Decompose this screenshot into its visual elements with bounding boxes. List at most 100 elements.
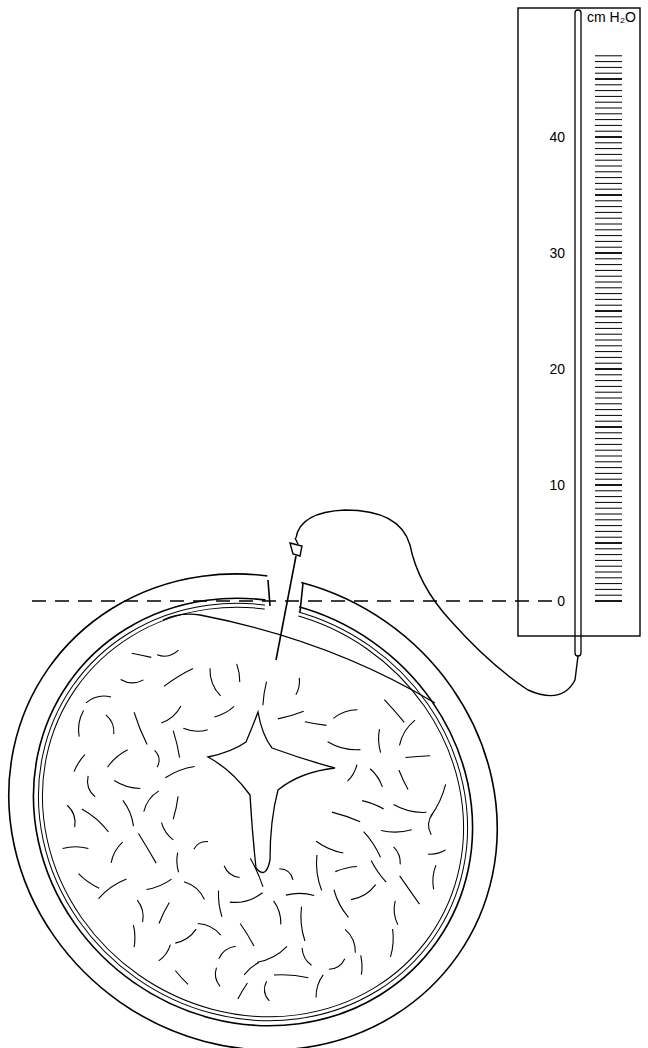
needle-hub	[290, 543, 302, 556]
sulcus	[198, 923, 221, 935]
scale-tick	[595, 119, 622, 120]
brain-surface	[0, 525, 544, 1048]
scale-tick	[595, 438, 622, 439]
scale-tick	[595, 142, 622, 143]
scale-tick	[595, 572, 622, 573]
scale-tick	[595, 183, 622, 184]
sulcus	[240, 923, 254, 946]
sulcus	[237, 664, 240, 682]
sulci	[63, 650, 446, 1001]
sulcus	[351, 885, 376, 900]
sulcus	[274, 901, 281, 925]
scale-tick	[595, 78, 622, 80]
sulcus	[162, 823, 174, 840]
scale-tick	[595, 368, 622, 370]
scale-tick	[595, 171, 622, 172]
sulcus	[263, 682, 267, 706]
scale-tick	[595, 125, 622, 126]
sulcus	[428, 850, 445, 854]
sulcus	[173, 731, 179, 758]
sulcus	[165, 766, 194, 777]
scale-tick	[595, 502, 622, 503]
scale-tick	[595, 542, 622, 544]
sulcus	[137, 900, 143, 922]
sulcus	[114, 780, 140, 788]
scale-tick	[595, 131, 622, 132]
sulcus	[215, 968, 220, 987]
sulcus	[175, 929, 196, 943]
scale-tick	[595, 444, 622, 445]
scale-tick	[595, 136, 622, 138]
sulcus	[123, 800, 134, 826]
needle	[276, 556, 296, 660]
sulcus	[286, 893, 314, 895]
scale-tick	[595, 299, 622, 300]
needle-hub	[295, 538, 298, 544]
scale-tick	[595, 252, 622, 254]
skull-outer	[0, 479, 591, 1048]
scale-tick	[595, 166, 622, 167]
scale-tick	[595, 160, 622, 161]
scale-tick	[595, 206, 622, 207]
scale-tick	[595, 310, 622, 312]
tubing	[296, 510, 578, 696]
sulcus	[238, 983, 248, 999]
sulcus	[332, 812, 360, 822]
sulcus	[82, 809, 109, 832]
scale-tick	[595, 421, 622, 422]
sulcus	[316, 841, 343, 853]
scale-tick	[595, 316, 622, 317]
scale-tick	[595, 357, 622, 358]
scale-tick	[595, 461, 622, 462]
sulcus	[335, 867, 357, 872]
sulcus	[333, 710, 357, 719]
sulcus	[175, 970, 188, 984]
sulcus	[87, 776, 95, 797]
scale-tick	[595, 61, 622, 62]
scale-number: 20	[548, 362, 566, 376]
sulcus	[394, 805, 427, 813]
sulcus	[164, 668, 193, 686]
sulcus	[108, 750, 128, 768]
sulcus	[428, 813, 432, 834]
scale-tick	[595, 177, 622, 178]
scale-tick	[595, 229, 622, 230]
sulcus	[302, 948, 311, 965]
scale-tick	[595, 386, 622, 387]
sulcus	[433, 865, 436, 889]
scale-tick	[595, 519, 622, 520]
sulcus	[274, 975, 308, 978]
scale-tick	[595, 305, 622, 306]
sulcus	[79, 711, 84, 737]
sulcus	[301, 907, 305, 941]
burr-edge	[268, 580, 270, 606]
scale-tick	[595, 258, 622, 259]
sulcus	[371, 861, 386, 883]
scale-tick	[595, 102, 622, 103]
sulcus	[161, 706, 181, 723]
ventricle	[208, 712, 335, 873]
sulcus	[316, 855, 321, 890]
scale-tick	[595, 345, 622, 346]
scale-tick	[595, 334, 622, 335]
sulcus	[111, 842, 123, 863]
sulcus	[184, 882, 204, 900]
scale-tick	[595, 415, 622, 416]
scale-tick	[595, 398, 622, 399]
sulcus	[250, 858, 263, 887]
scale-tick	[595, 589, 622, 590]
sulcus	[257, 946, 287, 962]
sulcus	[214, 706, 234, 716]
scale-tick	[595, 467, 622, 468]
scale-tick	[595, 595, 622, 596]
sulcus	[155, 750, 160, 767]
scale-tick	[595, 484, 622, 486]
sulcus	[173, 796, 178, 819]
manometer-tube	[575, 10, 581, 656]
scale-tick	[595, 84, 622, 85]
scale-tick	[595, 600, 622, 602]
scale-tick	[595, 432, 622, 433]
manometer-board	[518, 8, 640, 636]
